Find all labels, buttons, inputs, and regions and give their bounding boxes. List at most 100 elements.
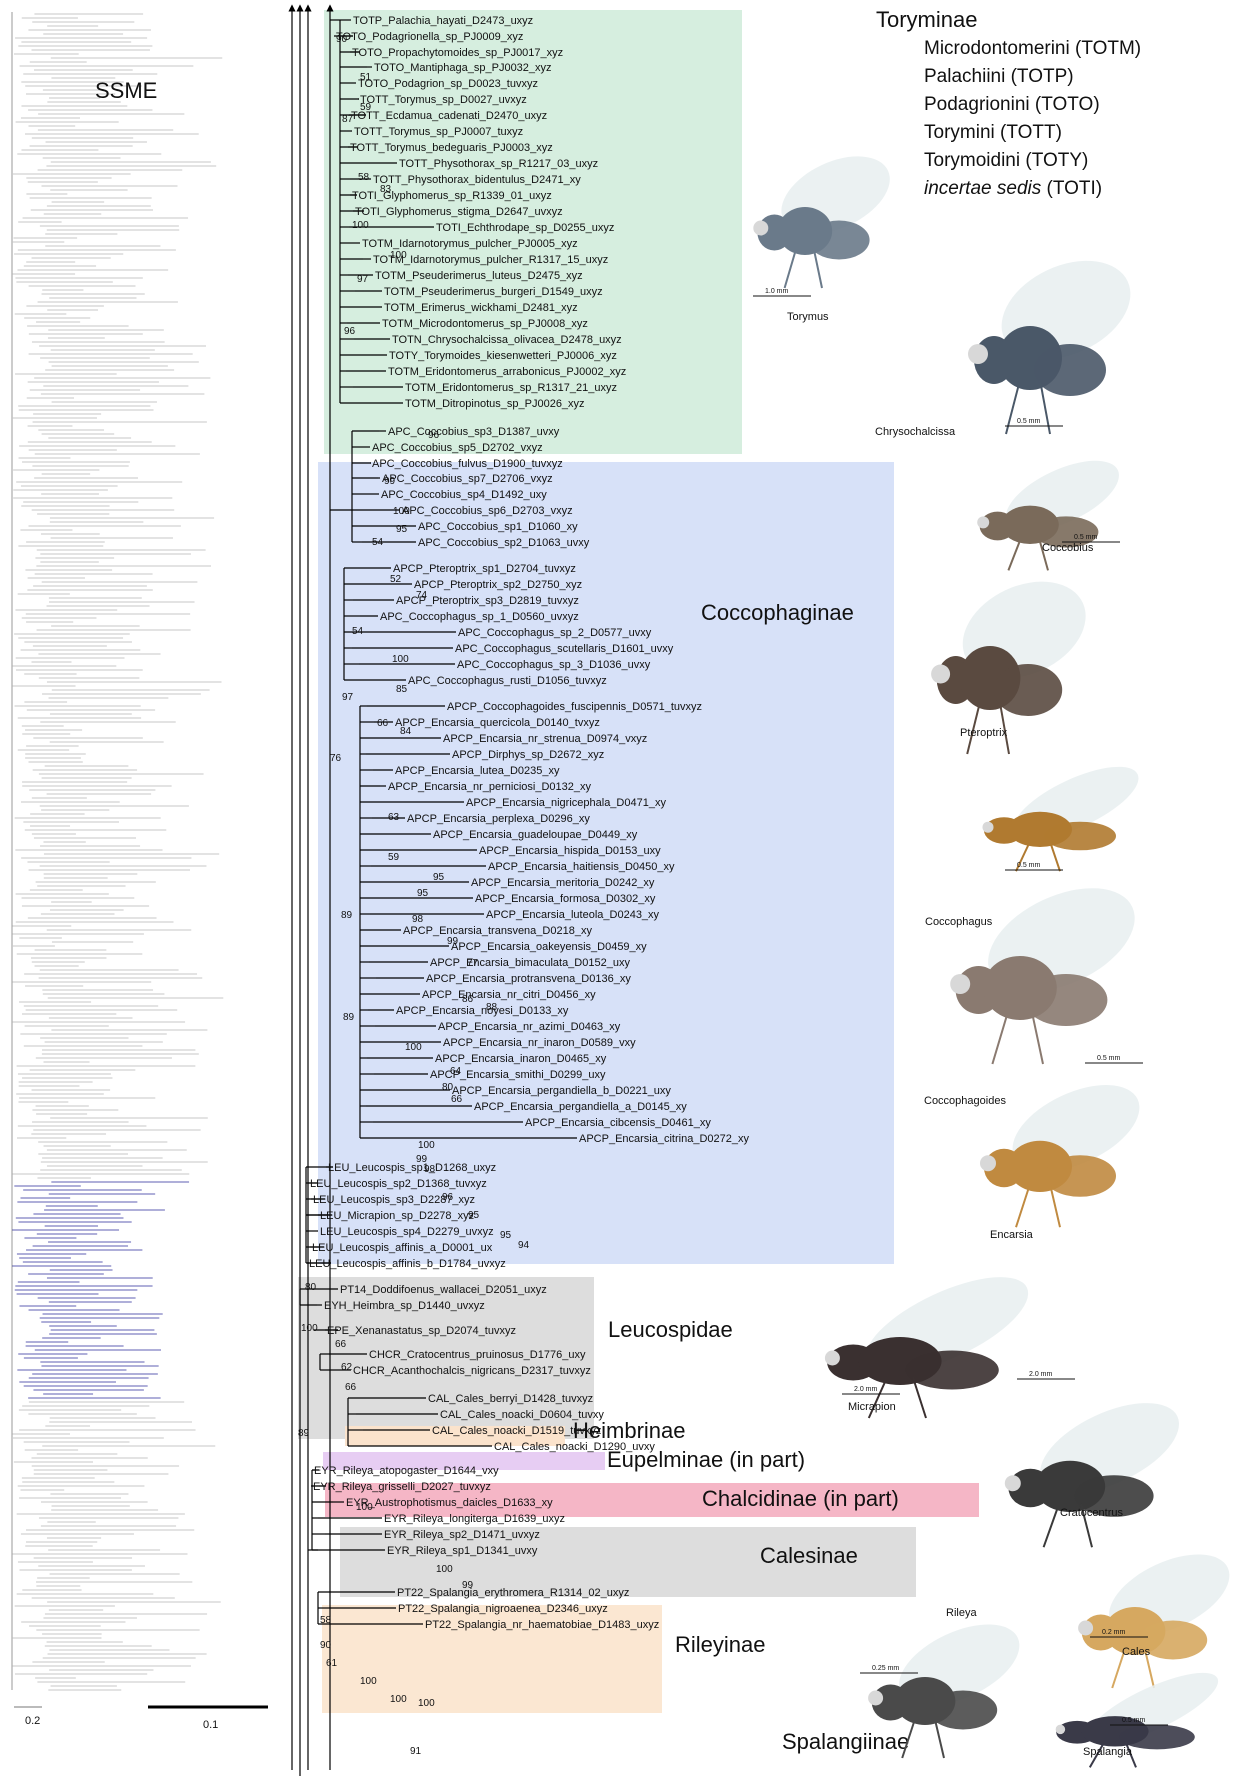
support-value: 66 — [345, 1382, 357, 1393]
overview-tree-thumbnail — [12, 12, 223, 1690]
tip-label: TOTO_Mantiphaga_sp_PJ0032_xyz — [374, 62, 552, 74]
tip-label: EYH_Heimbra_sp_D1440_uvxyz — [324, 1300, 485, 1312]
clade-label: Spalangiinae — [782, 1729, 909, 1754]
tip-label: TOTT_Physothorax_sp_R1217_03_uxyz — [399, 158, 598, 170]
clade-label: Leucospidae — [608, 1317, 733, 1342]
specimen-photo-chrysochalcissa — [968, 241, 1146, 434]
tip-label: APCP_Encarsia_bimaculata_D0152_uxy — [430, 957, 630, 969]
tip-label: TOTM_Erimerus_wickhami_D2481_xyz — [384, 302, 578, 314]
ssme-label: SSME — [95, 78, 157, 103]
photo-scale-label: 0.2 mm — [1102, 1629, 1126, 1636]
tip-label: PT22_Spalangia_nigroaenea_D2346_uxyz — [398, 1603, 608, 1615]
support-value: 100 — [418, 1698, 435, 1709]
support-value: 64 — [450, 1066, 462, 1077]
photo-scale-label: 0.25 mm — [872, 1665, 899, 1672]
tip-label: APCP_Encarsia_guadeloupae_D0449_xy — [433, 829, 638, 841]
tip-label: APC_Coccobius_sp3_D1387_uvxy — [388, 426, 560, 438]
tip-label: TOTM_Eridontomerus_sp_R1317_21_uxyz — [405, 382, 617, 394]
tribe-tott: Torymini (TOTT) — [924, 122, 1062, 143]
tip-label: APCP_Encarsia_nr_perniciosi_D0132_xy — [388, 781, 592, 793]
support-value: 100 — [405, 1042, 422, 1053]
tip-label: TOTO_Propachytomoides_sp_PJ0017_xyz — [352, 47, 563, 59]
photo-caption: Encarsia — [990, 1229, 1034, 1241]
tip-label: TOTY_Torymoides_kiesenwetteri_PJ0006_xyz — [389, 350, 617, 362]
photo-scale-bar: 0.5 mm — [1085, 1055, 1143, 1063]
tip-label: APCP_Encarsia_nr_azimi_D0463_xy — [438, 1021, 621, 1033]
support-value: 95 — [468, 1210, 480, 1221]
tip-label: APCP_Pteroptrix_sp1_D2704_tuvxyz — [393, 563, 576, 575]
photo-caption: Micrapion — [848, 1401, 896, 1413]
tip-label: APC_Coccobius_sp7_D2706_vxyz — [382, 473, 553, 485]
support-value: 58 — [320, 1615, 332, 1626]
tip-label: APCP_Encarsia_nigricephala_D0471_xy — [466, 797, 666, 809]
photo-scale-label: 0.5 mm — [1017, 418, 1041, 425]
tip-label: APC_Coccobius_sp1_D1060_xy — [418, 521, 578, 533]
tip-label: APCP_Encarsia_noyesi_D0133_xy — [396, 1005, 569, 1017]
support-value: 89 — [341, 910, 353, 921]
tip-label: PT22_Spalangia_erythromera_R1314_02_uxyz — [397, 1587, 629, 1599]
photo-scale-label: 0.5 mm — [1017, 862, 1041, 869]
support-value: 74 — [416, 590, 428, 601]
clade-label: Rileyinae — [675, 1632, 766, 1657]
tip-label: APCP_Encarsia_cibcensis_D0461_xy — [525, 1117, 711, 1129]
support-value: 87 — [342, 114, 354, 125]
support-value: 63 — [388, 812, 400, 823]
scale-bar-main-label: 0.1 — [203, 1719, 218, 1731]
tip-label: APCP_Encarsia_nr_inaron_D0589_vxy — [443, 1037, 636, 1049]
tip-label: EPE_Xenanastatus_sp_D2074_tuvxyz — [327, 1325, 516, 1337]
support-value: 100 — [352, 220, 369, 231]
tip-label: TOTM_Pseuderimerus_burgeri_D1549_uxyz — [384, 286, 603, 298]
tip-label: APCP_Encarsia_transvena_D0218_xy — [403, 925, 592, 937]
tip-label: APC_Coccophagus_sp_3_D1036_uvxy — [457, 659, 651, 671]
support-value: 86 — [462, 994, 474, 1005]
tip-label: CHCR_Acanthochalcis_nigricans_D2317_tuvx… — [353, 1365, 591, 1377]
specimen-photo-cratocentrus — [1005, 1384, 1192, 1547]
tip-label: CAL_Cales_berryi_D1428_tuvxyz — [428, 1393, 593, 1405]
support-value: 85 — [396, 684, 408, 695]
tip-label: LEU_Leucospis_affinis_a_D0001_ux — [312, 1242, 493, 1254]
scale-bar-overview: 0.2 — [14, 1707, 42, 1727]
tribe-toto: Podagrionini (TOTO) — [924, 94, 1100, 115]
support-value: 100 — [418, 1140, 435, 1151]
support-value: 61 — [326, 1658, 338, 1669]
support-value: 66 — [377, 718, 389, 729]
tip-label: APCP_Coccophagoides_fuscipennis_D0571_tu… — [447, 701, 702, 713]
tip-label: APCP_Encarsia_pergandiella_a_D0145_xy — [474, 1101, 687, 1113]
tip-label: APCP_Encarsia_meritoria_D0242_xy — [471, 877, 655, 889]
specimen-photo-torymus — [753, 141, 902, 288]
scale-bar-overview-label: 0.2 — [25, 1715, 40, 1727]
support-value: 83 — [380, 184, 392, 195]
specimen-photo-cales — [1078, 1538, 1239, 1688]
support-value: 89 — [298, 1428, 310, 1439]
support-value: 91 — [410, 1746, 422, 1757]
photo-caption: Spalangia — [1083, 1746, 1133, 1758]
support-value: 100 — [301, 1323, 318, 1334]
tip-label: TOTI_Echthrodape_sp_D0255_uxyz — [436, 222, 614, 234]
tip-label: PT14_Doddifoenus_wallacei_D2051_uxyz — [340, 1284, 547, 1296]
tip-label: TOTT_Torymus_sp_D0027_uvxyz — [360, 94, 527, 106]
tip-label: TOTT_Physothorax_bidentulus_D2471_xy — [373, 174, 581, 186]
support-value: 99 — [447, 936, 459, 947]
tip-label: TOTM_Idarnotorymus_pulcher_R1317_15_uxyz — [373, 254, 608, 266]
photo-scale-label: 1.0 mm — [765, 288, 789, 295]
support-value: 96 — [428, 430, 440, 441]
support-value: 77 — [467, 958, 479, 969]
support-value: 98 — [424, 1164, 436, 1175]
tip-label: APCP_Encarsia_nr_citri_D0456_xy — [422, 989, 596, 1001]
tip-label: TOTM_Eridontomerus_arrabonicus_PJ0002_xy… — [388, 366, 626, 378]
photo-caption: Coccophagus — [925, 916, 993, 928]
tip-label: LEU_Leucospis_sp2_D1368_tuvxyz — [310, 1178, 487, 1190]
tip-label: APC_Coccobius_sp6_D2703_vxyz — [402, 505, 573, 517]
tribe-toty: Torymoidini (TOTY) — [924, 150, 1088, 171]
support-value: 100 — [360, 1676, 377, 1687]
support-value: 100 — [393, 506, 410, 517]
support-value: 98 — [412, 914, 424, 925]
support-value: 97 — [342, 692, 354, 703]
clade-label: Calesinae — [760, 1543, 858, 1568]
support-value: 100 — [436, 1564, 453, 1575]
tip-label: TOTT_Torymus_sp_PJ0007_tuxyz — [354, 126, 523, 138]
photo-scale-bar: 0.5 mm — [1005, 862, 1063, 870]
tip-label: LEU_Leucospis_affinis_b_D1784_uvxyz — [309, 1258, 506, 1270]
incertae-sedis-code: (TOTI) — [1041, 178, 1102, 199]
